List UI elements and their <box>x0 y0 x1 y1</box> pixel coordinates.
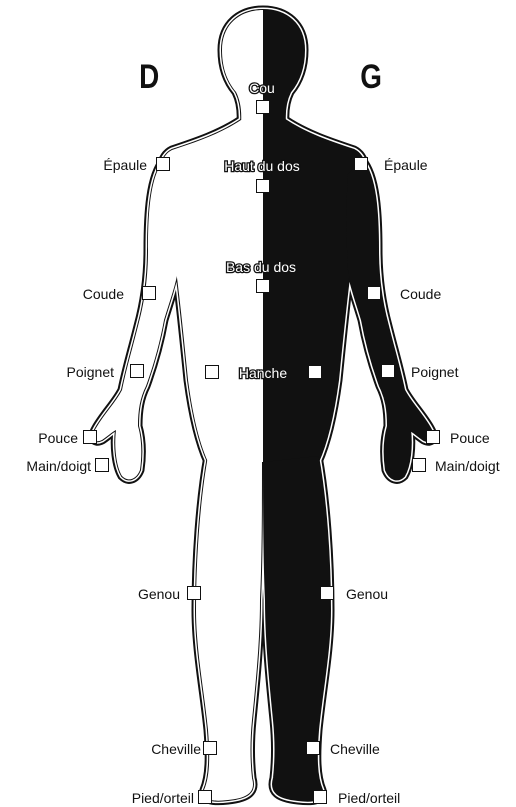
right-shoulder-label: Épaule <box>103 157 147 173</box>
left-ankle-label: Cheville <box>330 741 380 757</box>
left-thumb-label: Pouce <box>450 430 490 446</box>
neck-checkbox[interactable] <box>256 100 270 114</box>
neck-label: Cou <box>249 80 275 96</box>
left-foot-checkbox[interactable] <box>313 790 327 804</box>
left-ankle-checkbox[interactable] <box>306 741 320 755</box>
right-thumb-checkbox[interactable] <box>83 430 97 444</box>
hip-left-checkbox[interactable] <box>308 365 322 379</box>
hip-right-checkbox[interactable] <box>205 365 219 379</box>
hip-label: Hanche <box>239 365 287 381</box>
left-thumb-checkbox[interactable] <box>426 430 440 444</box>
right-hand-label: Main/doigt <box>26 458 91 474</box>
right-ankle-checkbox[interactable] <box>203 741 217 755</box>
left-knee-checkbox[interactable] <box>320 586 334 600</box>
lower-back-label: Bas du dos <box>226 259 296 275</box>
upper-back-label: Haut du dos <box>224 158 300 174</box>
upper-back-checkbox[interactable] <box>256 179 270 193</box>
left-wrist-label: Poignet <box>411 364 458 380</box>
left-hand-label: Main/doigt <box>435 458 500 474</box>
right-side-letter: D <box>139 58 158 97</box>
left-hand-checkbox[interactable] <box>412 458 426 472</box>
left-knee-label: Genou <box>346 586 388 602</box>
right-ankle-label: Cheville <box>151 741 201 757</box>
left-shoulder-checkbox[interactable] <box>354 157 368 171</box>
right-elbow-checkbox[interactable] <box>142 286 156 300</box>
lower-back-checkbox[interactable] <box>256 279 270 293</box>
right-knee-label: Genou <box>138 586 180 602</box>
right-foot-label: Pied/orteil <box>132 790 194 806</box>
right-foot-checkbox[interactable] <box>198 790 212 804</box>
right-hand-checkbox[interactable] <box>95 458 109 472</box>
right-wrist-checkbox[interactable] <box>130 364 144 378</box>
right-shoulder-checkbox[interactable] <box>156 157 170 171</box>
right-wrist-label: Poignet <box>67 364 114 380</box>
right-thumb-label: Pouce <box>38 430 78 446</box>
left-elbow-checkbox[interactable] <box>367 286 381 300</box>
left-shoulder-label: Épaule <box>384 157 428 173</box>
right-elbow-label: Coude <box>83 286 124 302</box>
left-elbow-label: Coude <box>400 286 441 302</box>
left-side-letter: G <box>360 58 381 97</box>
left-wrist-checkbox[interactable] <box>381 364 395 378</box>
left-foot-label: Pied/orteil <box>338 790 400 806</box>
right-knee-checkbox[interactable] <box>187 586 201 600</box>
